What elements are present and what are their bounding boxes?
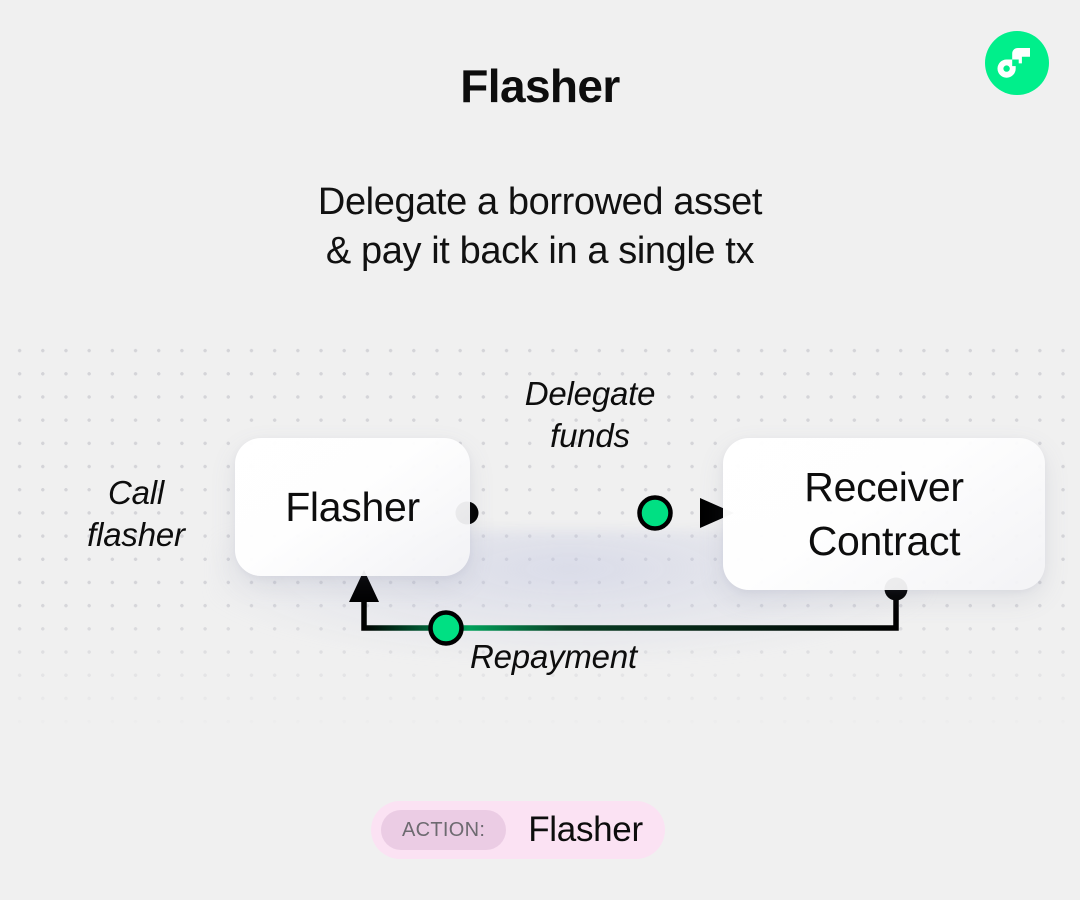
page-subtitle: Delegate a borrowed asset & pay it back … <box>0 178 1080 276</box>
delegate-funds-line-1: Delegate <box>524 375 656 412</box>
subtitle-line-2: & pay it back in a single tx <box>325 230 755 272</box>
edge-delegate-funds <box>455 495 734 531</box>
node-flasher-label: Flasher <box>285 484 420 530</box>
edge-label-delegate-funds: Delegate funds <box>470 373 710 457</box>
action-badge-prefix: ACTION: <box>381 810 507 850</box>
flow-logo-icon <box>985 31 1049 95</box>
node-flasher[interactable]: Flasher <box>235 438 470 576</box>
node-receiver-contract[interactable]: Receiver Contract <box>723 438 1045 590</box>
node-receiver-line-1: Receiver <box>804 464 964 510</box>
page-title: Flasher <box>460 60 620 112</box>
action-badge-value: Flasher <box>528 810 643 849</box>
call-flasher-line-1: Call <box>107 474 165 511</box>
flow-diagram: Flasher Receiver Contract Call flasher D… <box>0 330 1080 750</box>
call-flasher-line-2: flasher <box>87 516 185 553</box>
node-receiver-contract-label: Receiver Contract <box>804 460 964 568</box>
delegate-funds-line-2: funds <box>550 417 630 454</box>
edge-label-repayment: Repayment <box>470 638 637 675</box>
node-receiver-line-2: Contract <box>807 518 961 564</box>
subtitle-line-1: Delegate a borrowed asset <box>317 181 763 223</box>
action-badge[interactable]: ACTION: Flasher <box>371 801 665 859</box>
edge-label-call-flasher: Call flasher <box>36 472 236 556</box>
